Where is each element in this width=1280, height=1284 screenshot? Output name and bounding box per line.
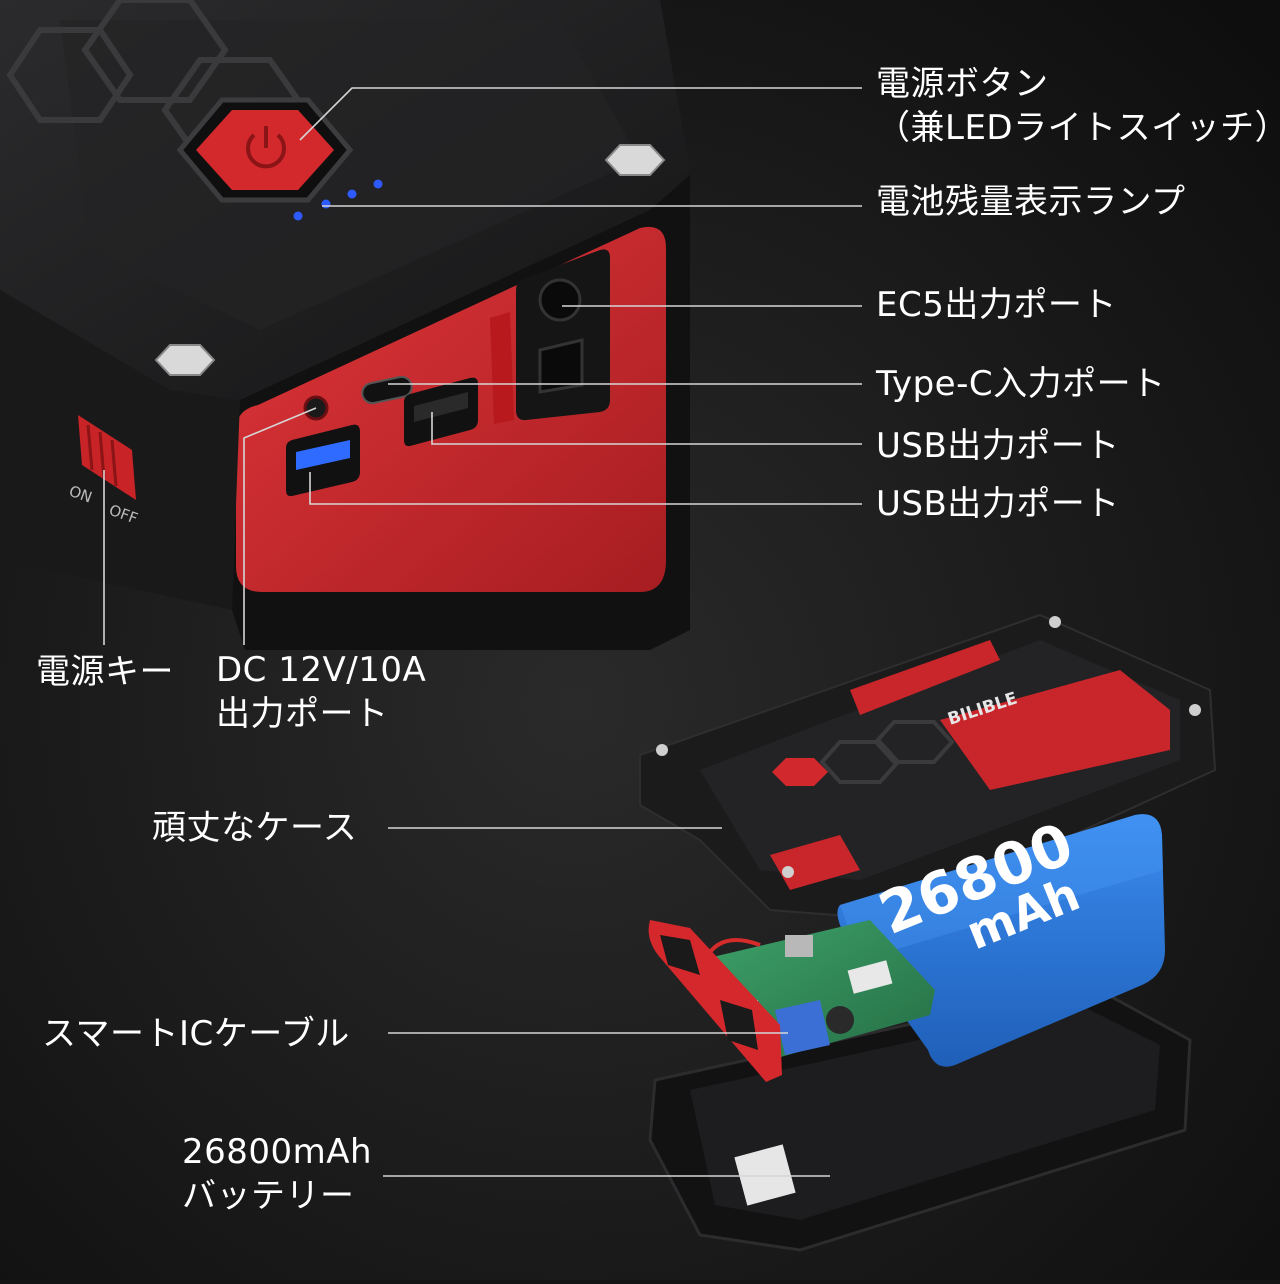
battery-led <box>347 189 357 199</box>
label-ec5-port: EC5出力ポート <box>876 285 1117 325</box>
label-dc-port-line1: DC 12V/10A <box>216 650 427 690</box>
top-case-red-accent <box>850 640 1000 715</box>
hex-decoration <box>81 0 229 103</box>
hex-decoration <box>6 27 134 123</box>
battery-highlight <box>840 814 1163 960</box>
label-case: 頑丈なケース <box>152 808 358 848</box>
callout-line-usb-1 <box>309 472 862 505</box>
tray-label <box>734 1144 796 1206</box>
usb-port-1-insert <box>296 440 350 470</box>
label-dc-port: DC 12V/10A 出力ポート <box>216 648 426 736</box>
top-case-red-accent <box>940 670 1170 790</box>
label-battery-indicator: 電池残量表示ランプ <box>876 182 1186 222</box>
smart-ic-cable-connector <box>775 1000 830 1055</box>
screw <box>154 344 216 376</box>
usb-port-2-insert <box>414 392 468 422</box>
label-power-button-line2: （兼LEDライトスイッチ） <box>876 108 1280 148</box>
label-usb-port-1: USB出力ポート <box>876 484 1120 524</box>
screw <box>1049 616 1061 628</box>
callout-line-dc <box>243 407 317 645</box>
label-smart-ic: スマートICケーブル <box>42 1014 350 1054</box>
hex-decoration <box>873 720 955 764</box>
callout-lines <box>103 87 862 1177</box>
label-power-button: 電源ボタン （兼LEDライトスイッチ） <box>876 62 1280 150</box>
top-case-red-accent <box>770 835 860 890</box>
grip-stripe <box>490 312 514 424</box>
label-battery-line2: バッテリー <box>182 1176 355 1216</box>
battery-led <box>321 199 331 209</box>
label-dc-port-line2: 出力ポート <box>216 694 389 734</box>
pcb-inductor <box>826 1006 854 1034</box>
power-key <box>78 415 136 500</box>
hex-decoration <box>819 740 901 784</box>
power-button <box>196 110 334 190</box>
label-typec-port: Type-C入力ポート <box>876 364 1166 404</box>
callout-line-power-button <box>299 87 862 141</box>
front-panel-slot <box>660 935 700 975</box>
device-closeup: ON OFF <box>0 0 690 650</box>
label-power-button-line1: 電源ボタン <box>876 64 1049 104</box>
case-power-button <box>772 758 828 786</box>
ec5-socket <box>538 278 582 322</box>
battery-led <box>293 211 303 221</box>
exploded-view: BILIBLE 26800 mAh <box>639 613 1217 1252</box>
power-icon <box>246 126 286 169</box>
battery-led <box>373 179 383 189</box>
device-top-panel <box>60 20 640 330</box>
ec5-socket <box>538 338 584 394</box>
screw <box>604 144 666 176</box>
screw <box>656 744 668 756</box>
screw <box>782 866 794 878</box>
label-power-key: 電源キー <box>36 652 174 692</box>
callout-line-usb-2 <box>431 412 862 445</box>
pcb-component <box>785 935 813 957</box>
label-usb-port-2: USB出力ポート <box>876 426 1120 466</box>
pcb-connector <box>847 960 893 994</box>
label-battery: 26800mAh バッテリー <box>182 1130 372 1218</box>
screw <box>1189 704 1201 716</box>
bottom-tray-inner <box>690 1005 1160 1220</box>
front-panel-slot <box>720 1000 758 1050</box>
label-battery-line1: 26800mAh <box>182 1132 373 1172</box>
